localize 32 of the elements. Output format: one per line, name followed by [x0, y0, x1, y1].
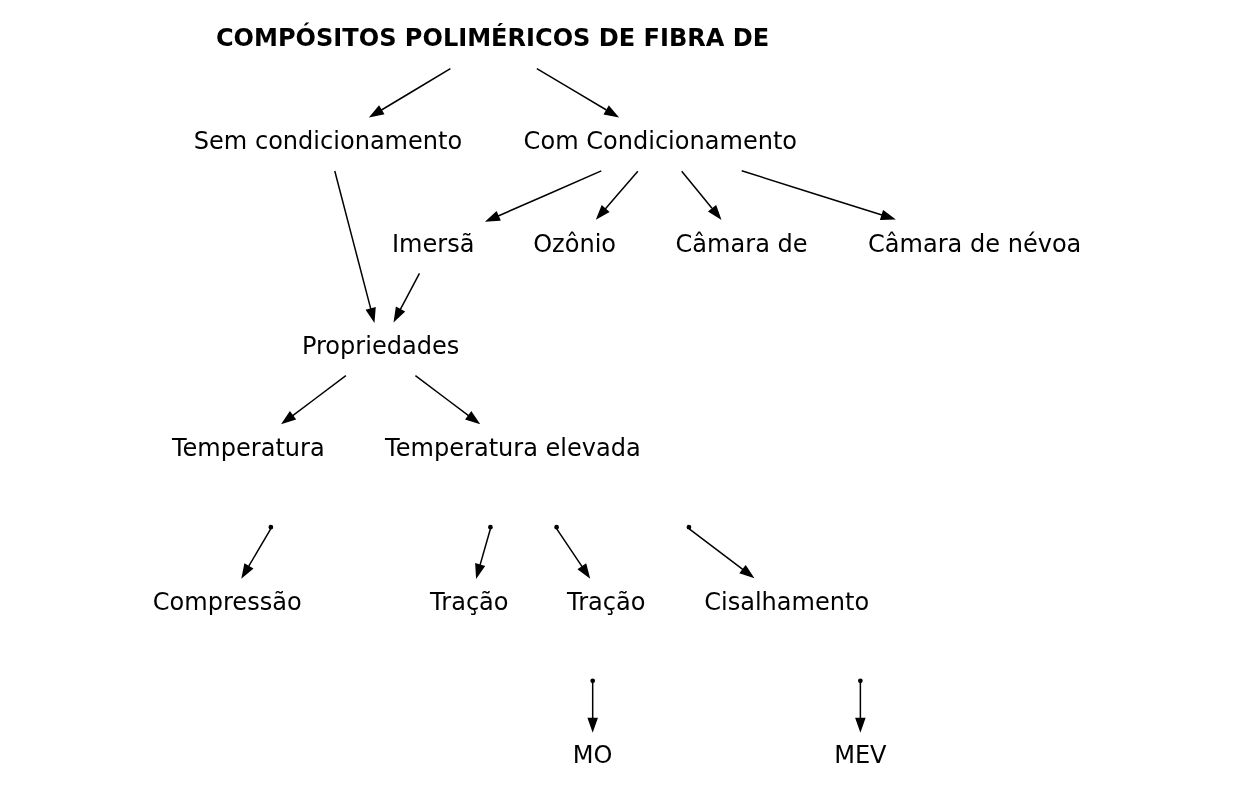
- arrow: [595, 170, 639, 220]
- node-text: Sem condicionamento: [193, 127, 462, 156]
- arrow: [280, 374, 347, 425]
- arrow: [586, 681, 598, 733]
- node-text: MO: [572, 741, 613, 770]
- node-text: Temperatura: [171, 434, 325, 463]
- arrow: [414, 374, 480, 425]
- arrow: [368, 67, 451, 118]
- node-text: Tração: [566, 587, 645, 616]
- node-text: MEV: [833, 741, 887, 770]
- node-text: COMPÓSITOS POLIMÉRICOS DE FIBRA DE: [215, 23, 769, 52]
- node-text: Compressão: [152, 587, 302, 616]
- node-text: Cisalhamento: [703, 587, 869, 616]
- node-text: Câmara de névoa: [867, 229, 1081, 258]
- arrow: [680, 170, 722, 220]
- arrow: [333, 170, 376, 323]
- arrow: [484, 170, 602, 222]
- arrow: [687, 528, 754, 579]
- arrow: [393, 272, 420, 323]
- arrow: [854, 681, 866, 733]
- node-text: Temperatura elevada: [384, 434, 641, 463]
- arrow: [240, 528, 271, 579]
- node-text: Com Condicionamento: [523, 127, 797, 156]
- node-text: Câmara de: [675, 229, 808, 258]
- arrow: [474, 528, 491, 579]
- arrow: [740, 170, 896, 220]
- arrow: [555, 528, 590, 579]
- node-text: Tração: [429, 587, 509, 616]
- node-text: Imersã: [391, 229, 475, 258]
- node-text: Propriedades: [301, 331, 459, 360]
- arrow: [535, 67, 619, 118]
- node-text: Ozônio: [532, 229, 616, 258]
